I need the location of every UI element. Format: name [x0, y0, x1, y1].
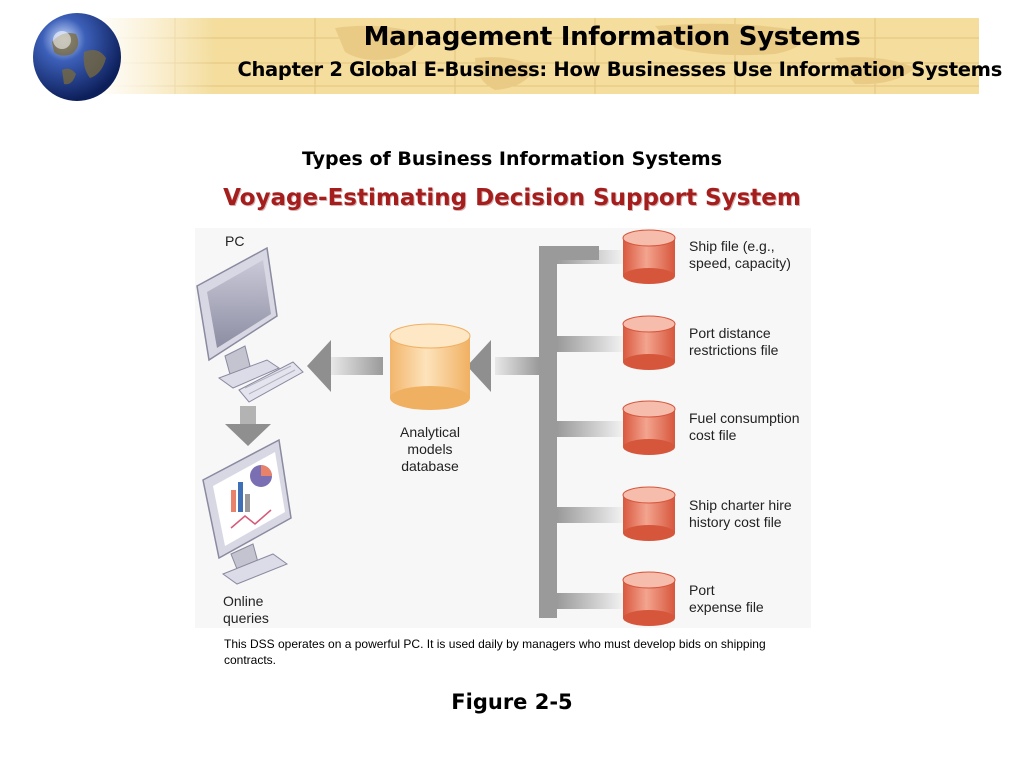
file-label-port-distance: Port distance restrictions file — [689, 325, 779, 358]
dss-diagram: PC Online queries Analytical models data… — [195, 228, 811, 628]
connector-bus — [539, 246, 557, 616]
arrow-down — [225, 406, 271, 446]
online-queries-label: Online queries — [223, 593, 269, 626]
globe-icon — [33, 13, 121, 101]
file-label-fuel: Fuel consumption cost file — [689, 410, 800, 443]
diagram-graphics — [196, 229, 676, 626]
file-cylinders — [622, 229, 676, 626]
world-map-background — [95, 18, 979, 94]
chapter-subtitle: Chapter 2 Global E-Business: How Busines… — [237, 58, 1002, 81]
section-title: Types of Business Information Systems — [301, 148, 723, 170]
diagram-title: Voyage-Estimating Decision Support Syste… — [223, 185, 801, 211]
figure-label: Figure 2-5 — [451, 690, 573, 714]
file-label-ship: Ship file (e.g., speed, capacity) — [689, 238, 791, 271]
presentation-title: Management Information Systems — [363, 22, 861, 52]
file-label-charter: Ship charter hire history cost file — [689, 497, 792, 530]
diagram-caption: This DSS operates on a powerful PC. It i… — [224, 637, 766, 667]
online-queries-monitor-icon — [202, 438, 292, 585]
header-band — [95, 18, 979, 94]
database-label: Analytical models database — [400, 424, 460, 474]
arrow-to-pc — [307, 340, 383, 392]
pc-label: PC — [225, 233, 245, 249]
database-cylinder-icon — [389, 323, 471, 410]
file-connectors — [539, 246, 627, 618]
arrow-to-database — [467, 340, 539, 392]
file-label-port-expense: Port expense file — [689, 582, 764, 615]
pc-computer-icon — [196, 246, 304, 403]
